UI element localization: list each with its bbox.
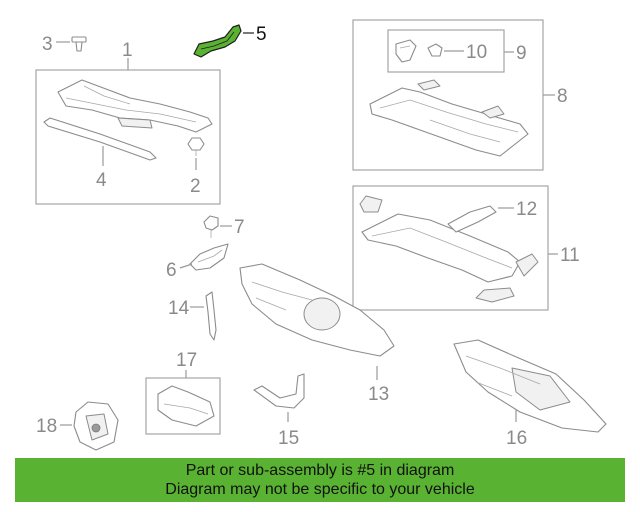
parts-diagram: 1 4 2 3 5 8 9 10 [35, 19, 607, 451]
part-10-clip[interactable] [427, 43, 443, 57]
callout-1[interactable]: 1 [122, 40, 133, 61]
callout-7[interactable]: 7 [234, 217, 245, 238]
part-12-bracket[interactable] [447, 205, 497, 233]
callout-10[interactable]: 10 [466, 42, 487, 63]
callout-17[interactable]: 17 [176, 350, 197, 371]
banner-line-2: Diagram may not be specific to your vehi… [165, 481, 475, 498]
group-box-17 [145, 377, 221, 435]
callout-6[interactable]: 6 [166, 260, 177, 281]
callout-5[interactable]: 5 [256, 24, 267, 45]
callout-9[interactable]: 9 [516, 43, 527, 64]
callout-12[interactable]: 12 [516, 199, 537, 220]
part-2-clip[interactable] [187, 137, 205, 156]
part-5-bracket[interactable] [193, 24, 242, 58]
part-17-panel[interactable] [157, 385, 215, 427]
callout-16[interactable]: 16 [506, 428, 527, 449]
part-15-bracket[interactable] [253, 373, 305, 409]
part-8-cowl-assembly[interactable] [369, 79, 529, 157]
callout-2[interactable]: 2 [190, 176, 201, 197]
group-box-8 [352, 19, 544, 171]
part-18-grommet[interactable] [73, 401, 119, 451]
info-banner: Part or sub-assembly is #5 in diagram Di… [15, 458, 625, 502]
part-13-insulator[interactable] [239, 263, 395, 357]
callout-3[interactable]: 3 [42, 34, 53, 55]
callout-8[interactable]: 8 [557, 86, 568, 107]
callout-4[interactable]: 4 [96, 170, 107, 191]
part-14-strip[interactable] [205, 291, 217, 341]
part-6-bracket[interactable] [189, 243, 229, 271]
part-1-cowl-panel[interactable] [57, 79, 213, 133]
group-box-9 [387, 29, 505, 73]
part-9-bracket[interactable] [395, 39, 417, 63]
part-16-dash-panel[interactable] [453, 339, 607, 433]
part-11-dash-panel-upper[interactable] [359, 195, 539, 303]
callout-14[interactable]: 14 [168, 298, 190, 319]
callout-15[interactable]: 15 [278, 428, 299, 449]
callout-13[interactable]: 13 [368, 384, 389, 405]
part-7-clip[interactable] [203, 215, 219, 238]
part-3-screw[interactable] [71, 36, 87, 52]
part-4-seal-strip[interactable] [43, 117, 157, 161]
callout-11[interactable]: 11 [560, 245, 580, 266]
callout-18[interactable]: 18 [36, 416, 57, 437]
group-box-11 [352, 185, 549, 311]
banner-line-1: Part or sub-assembly is #5 in diagram [185, 462, 455, 479]
